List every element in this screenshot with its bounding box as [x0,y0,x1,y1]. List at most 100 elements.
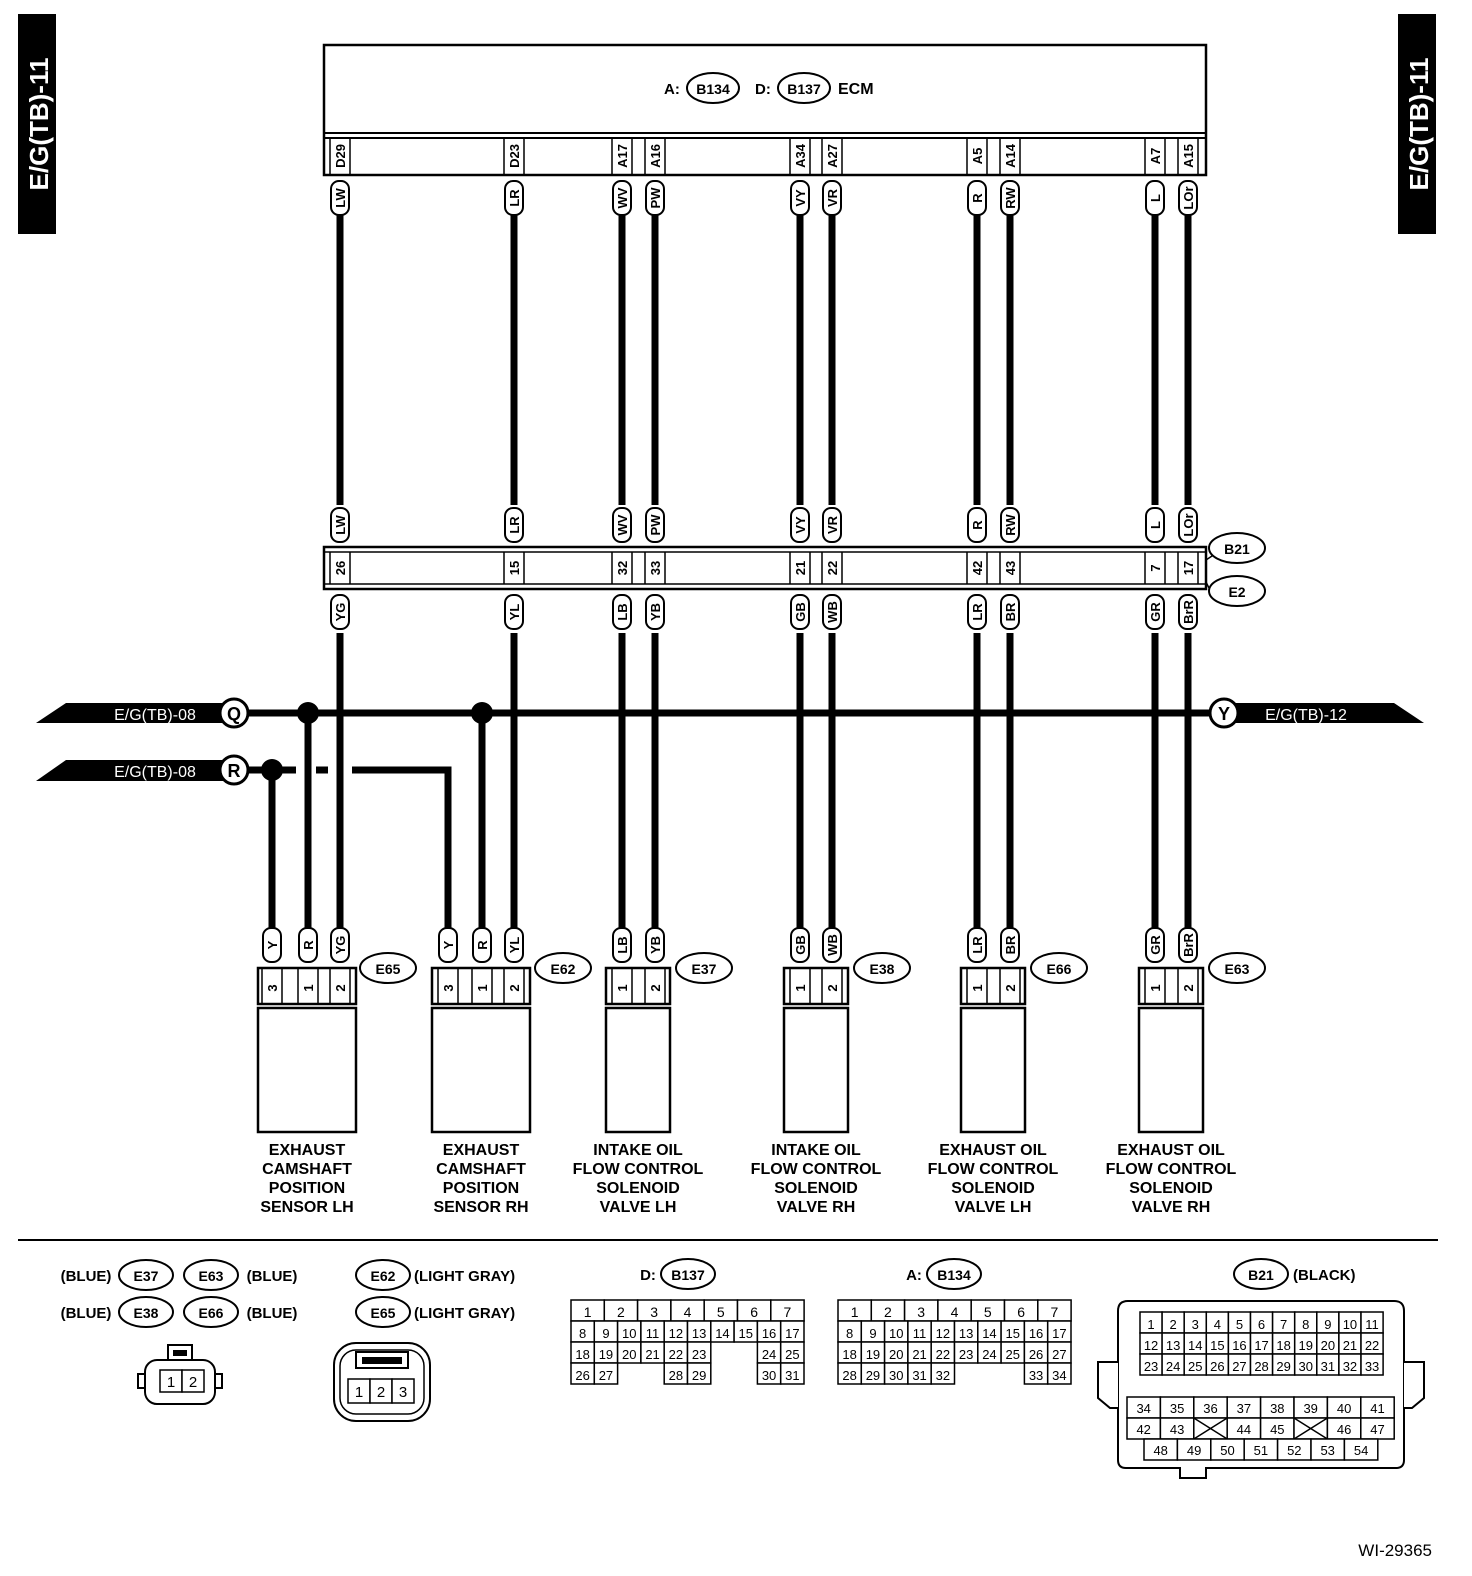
legend-2pin-lconn-0: E37 [134,1268,159,1284]
component-e63-wire-0: GR [1145,927,1165,963]
splice-q-1 [297,702,319,724]
legend-b137-pin-0-4: 5 [717,1304,725,1320]
legend-b21-upper-pin-0-7: 8 [1302,1317,1309,1332]
component-e37-label-line-2: SOLENOID [596,1180,680,1197]
ecm-pin-9: A15 [1181,144,1196,168]
wire-color-joint-in-0: LW [330,507,350,543]
legend-b134-pin-1-8: 26 [1029,1347,1043,1362]
legend-b21-lower-pin-1-0: 42 [1136,1422,1150,1437]
wire-color-joint-out-9-text: BrR [1181,599,1196,623]
wire-color-top-8-text: L [1148,194,1163,202]
legend-b21-upper-pin-1-4: 16 [1232,1338,1246,1353]
legend-b21-upper-pin-1-7: 19 [1299,1338,1313,1353]
component-e66-pin-0: 1 [970,984,985,991]
component-e38-pin-0: 1 [793,984,808,991]
component-e65-label-line-3: SENSOR LH [260,1199,353,1216]
legend-b134-pin-2-1: 29 [866,1368,880,1383]
legend-b134-pin-0-0: 1 [851,1304,859,1320]
wire-color-top-3-text: PW [648,187,663,209]
legend-b21-lower-pin-2-4: 52 [1287,1443,1301,1458]
page-tag-right-text: E/G(TB)-11 [1404,58,1434,191]
ecm-pin-7: A14 [1003,143,1018,168]
legend-b21-upper-pin-2-6: 29 [1276,1359,1290,1374]
legend-b134-conn: B134 [937,1267,971,1283]
legend-b137-pin-0-3: 4 [684,1304,692,1320]
component-e66-wire-0: LR [967,927,987,963]
wire-color-top-9: LOr [1178,180,1198,216]
wire-color-joint-out-1: YL [504,594,524,630]
component-e65-wire-2-text: YG [333,936,348,955]
legend-b137-pin-1-2: 20 [622,1347,636,1362]
wire-color-joint-in-6: R [967,507,987,543]
component-e62-wire-0-text: Y [441,940,456,949]
legend-b137-pin-2-0: 26 [575,1368,589,1383]
joint-pin-8: 7 [1148,564,1163,571]
component-e65-wire-0-text: Y [265,940,280,949]
joint-pin-1: 15 [507,561,522,575]
legend-b134-pin-1-5: 23 [959,1347,973,1362]
wire-color-top-7: RW [1000,180,1020,216]
component-e62-label-line-1: CAMSHAFT [436,1161,526,1178]
legend-b137-pin-0-5: 13 [692,1326,706,1341]
wire-color-top-5: VR [822,180,842,216]
joint-connector: B21 E2 [322,532,1266,607]
component-e62-wire-1-text: R [475,940,490,950]
wire-color-joint-out-6-text: LR [970,603,985,621]
legend-b21-upper-pin-2-9: 32 [1343,1359,1357,1374]
legend-b134-pin-1-0: 18 [842,1347,856,1362]
legend-b21-upper-pin-2-1: 24 [1166,1359,1180,1374]
legend-b134-pin-0-9: 17 [1052,1326,1066,1341]
legend-b137-pin-0-8: 16 [762,1326,776,1341]
legend-b137-pin-2-8: 30 [762,1368,776,1383]
wire-color-top-6: R [967,180,987,216]
component-e65-wire-2: YG [330,927,350,963]
legend-b134-pin-0-2: 3 [917,1304,925,1320]
splice-q-2 [471,702,493,724]
wire-color-top-0: LW [330,180,350,216]
component-e38-label-line-0: INTAKE OIL [771,1142,861,1159]
legend-b21-upper-pin-1-1: 13 [1166,1338,1180,1353]
ecm-d-prefix: D: [755,81,771,98]
component-e37-wire-1-text: YB [648,936,663,954]
legend-b137-pin-2-1: 27 [599,1368,613,1383]
legend-b21-upper-pin-0-9: 10 [1343,1317,1357,1332]
component-e37-pin-1: 2 [648,984,663,991]
legend-b21-upper-pin-1-0: 12 [1144,1338,1158,1353]
legend-b134-prefix: A: [906,1267,922,1284]
legend-b21-lower-pin-0-0: 34 [1136,1401,1150,1416]
wire-color-joint-out-0: YG [330,594,350,630]
legend-b134-pin-1-4: 22 [936,1347,950,1362]
wire-color-joint-in-0-text: LW [333,515,348,535]
legend-b21-upper-pin-1-3: 15 [1210,1338,1224,1353]
legend-b137-pin-0-1: 9 [602,1326,609,1341]
component-e65-wire-0: Y [262,927,282,963]
legend-b21-lower-pin-2-1: 49 [1187,1443,1201,1458]
ecm-a-connector: B134 [696,81,730,97]
legend-3pin-pin-0: 1 [355,1384,363,1401]
legend-b21-upper-pin-2-10: 33 [1365,1359,1379,1374]
wire-color-top-4: VY [790,180,810,216]
component-e65-label-line-1: CAMSHAFT [262,1161,352,1178]
legend-b21-upper-pin-1-5: 17 [1254,1338,1268,1353]
component-e38-wire-0: GB [790,927,810,963]
legend-b21-lower-pin-2-6: 54 [1354,1443,1368,1458]
wire-color-joint-out-5-text: WB [825,601,840,623]
legend-2pin-lcolor-1: (BLUE) [61,1305,112,1322]
wire-color-joint-in-7: RW [1000,507,1020,543]
legend-b134-pin-1-2: 20 [889,1347,903,1362]
wire-color-joint-out-9: BrR [1178,594,1198,630]
legend-b134-pin-0-2: 10 [889,1326,903,1341]
offpage-y-letter: Y [1218,704,1230,724]
joint-pin-2: 32 [615,561,630,575]
component-e37-wire-1: YB [645,927,665,963]
legend-b21-lower-pin-0-1: 35 [1170,1401,1184,1416]
legend-b21-upper-pin-1-10: 22 [1365,1338,1379,1353]
component-e62-label-line-0: EXHAUST [443,1142,520,1159]
legend-b21-upper-pin-0-0: 1 [1147,1317,1154,1332]
legend-b137-pin-1-0: 18 [575,1347,589,1362]
wire-color-joint-in-5: VR [822,507,842,543]
legend-b137-pin-0-7: 15 [739,1326,753,1341]
